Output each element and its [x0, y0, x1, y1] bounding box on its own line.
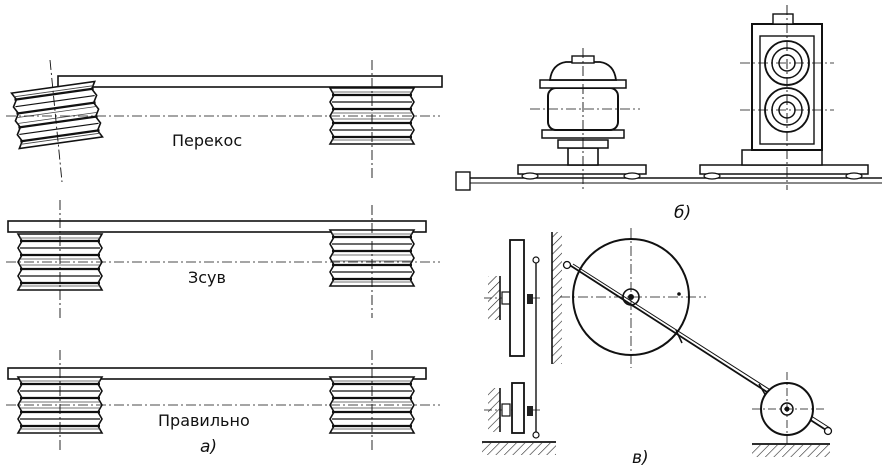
wall-right [552, 232, 562, 364]
row-label-skew: Перекос [172, 131, 242, 150]
row-shift: Зсув [6, 200, 440, 318]
wall-lower [488, 388, 500, 432]
straight-edge [7, 367, 427, 380]
panel-b: б) [455, 5, 882, 223]
caption-b: б) [674, 203, 691, 223]
straight-edge [57, 75, 443, 88]
wall-upper [488, 276, 500, 320]
row-label-correct: Правильно [158, 411, 250, 430]
axis-line [49, 59, 63, 183]
motor [530, 48, 640, 190]
hub [527, 294, 533, 304]
base-plate-left [517, 164, 647, 175]
skewed-pulley [10, 80, 104, 150]
foot [623, 172, 641, 180]
caption-a: а) [200, 437, 217, 457]
base-plate-right [699, 164, 869, 175]
panel-a: Перекос Зсув Правильно а) [6, 59, 443, 457]
sheave-upper [509, 239, 525, 357]
foot [521, 172, 539, 180]
row-correct: Правильно [6, 350, 440, 452]
foot [703, 172, 721, 180]
foot [845, 172, 863, 180]
row-skew: Перекос [6, 59, 443, 183]
panel-c: в) [482, 228, 833, 468]
driven-machine [740, 5, 834, 190]
row-label-shift: Зсув [188, 268, 226, 287]
caption-c: в) [632, 448, 649, 468]
sheave-lower [511, 382, 525, 434]
rail-stop [455, 171, 471, 191]
straight-edge [7, 220, 427, 233]
hub [527, 406, 533, 416]
